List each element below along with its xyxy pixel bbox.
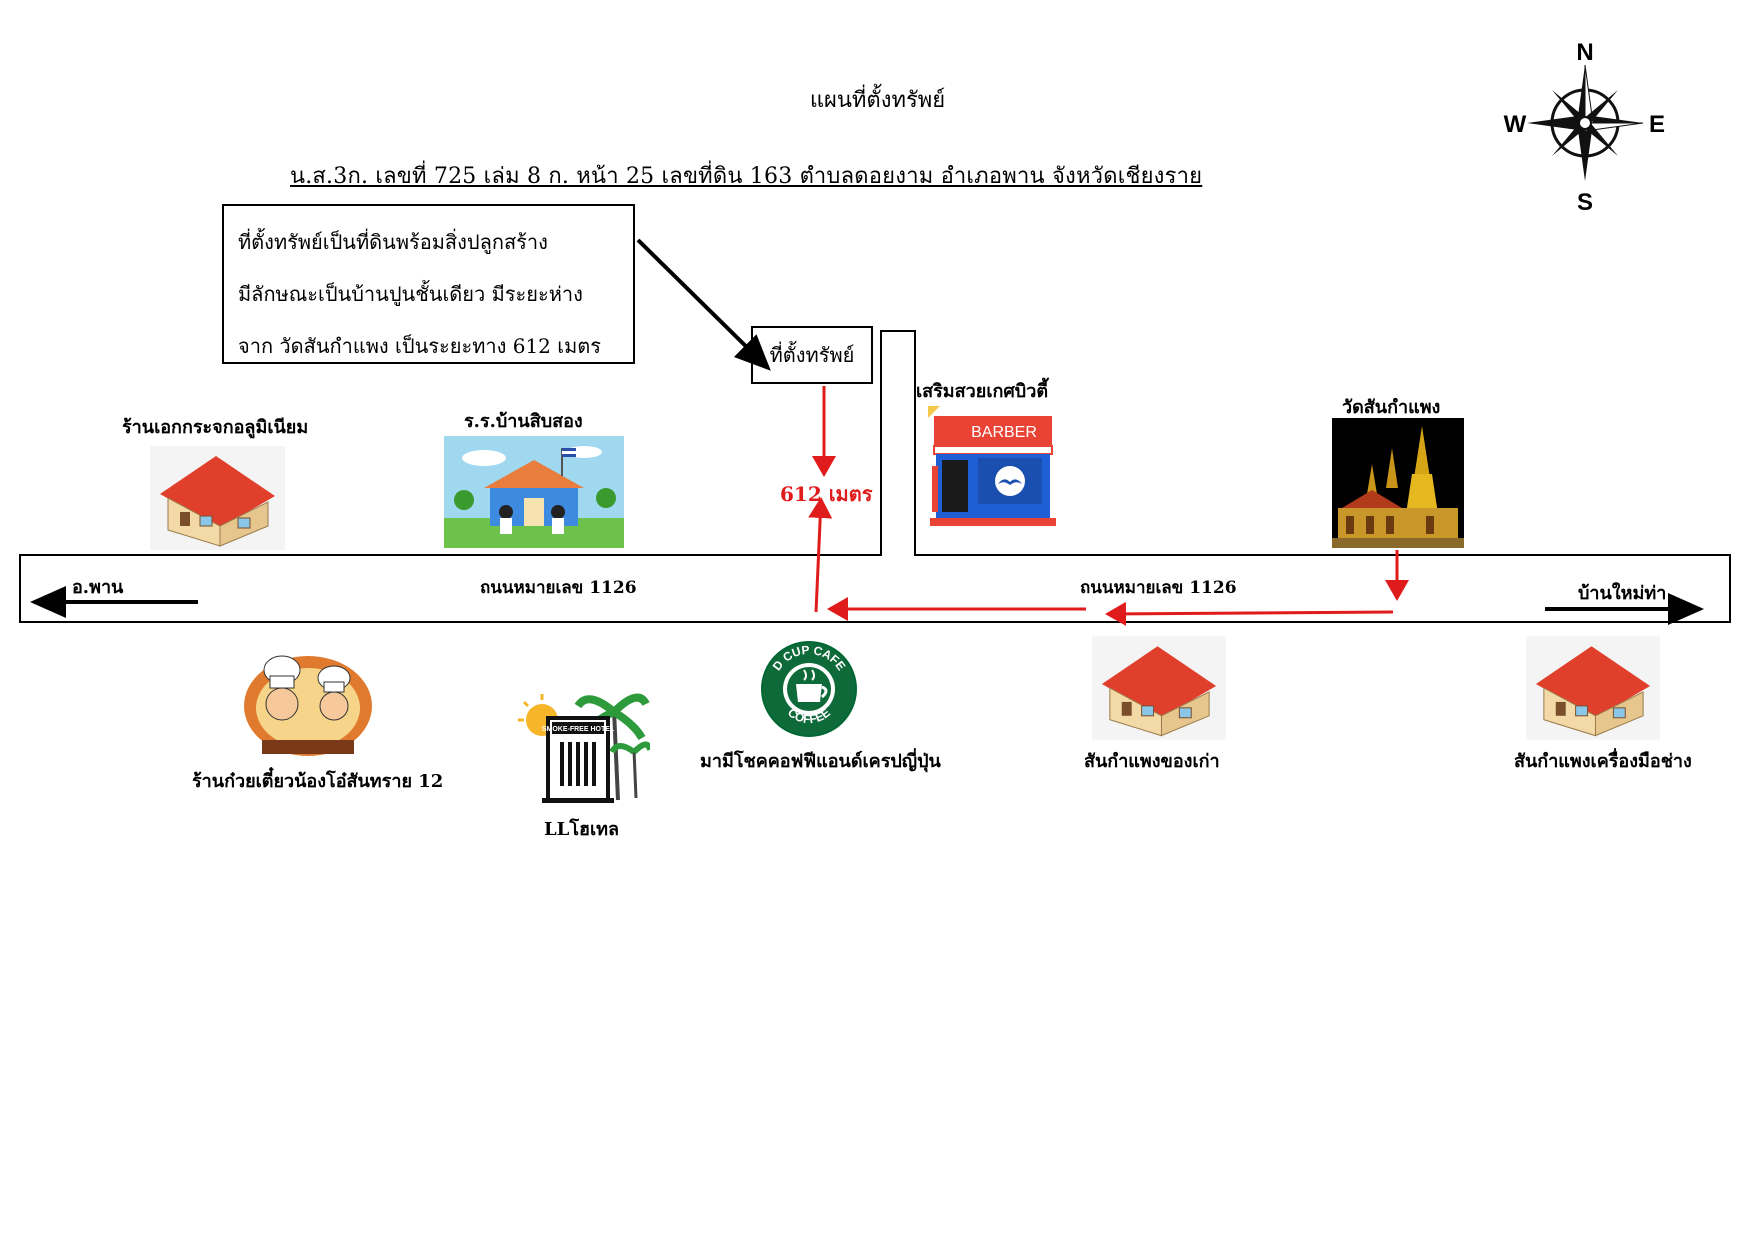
description-line: จาก วัดสันกำแพง เป็นระยะทาง 612 เมตร <box>238 334 602 358</box>
house-icon <box>1092 636 1226 740</box>
compass-e: E <box>1649 111 1665 138</box>
landmark-temple-label: วัดสันกำแพง <box>1342 397 1441 418</box>
landmark-school-label: ร.ร.บ้านสิบสอง <box>464 411 583 432</box>
hotel-sign: SMOKE-FREE HOTEL <box>542 726 615 733</box>
landmark-coffee-label: มามีโชคคอฟฟีแอนด์เครปญี่ปุ่น <box>700 751 941 772</box>
hotel-icon: SMOKE-FREE HOTEL <box>518 693 650 803</box>
school-icon <box>444 436 624 548</box>
road-name-left: ถนนหมายเลข 1126 <box>480 578 637 598</box>
deed-subtitle: น.ส.3ก. เลขที่ 725 เล่ม 8 ก. หน้า 25 เลข… <box>290 164 1203 189</box>
distance-label: 612 เมตร <box>780 482 873 506</box>
road-right-direction: บ้านใหม่ท่า <box>1578 583 1667 604</box>
side-lane <box>880 330 916 556</box>
house-icon <box>150 446 285 550</box>
house-icon <box>1526 636 1660 740</box>
chef-icon <box>244 655 372 756</box>
landmark-tools-shop-label: สันกำแพงเครื่องมือช่าง <box>1514 751 1692 772</box>
landmark-antique-shop-label: สันกำแพงของเก่า <box>1084 751 1220 772</box>
compass-rose-icon: N S W E <box>1504 39 1665 213</box>
coffee-sign-bottom: COFFEE <box>785 705 833 726</box>
description-line: ที่ตั้งทรัพย์เป็นที่ดินพร้อมสิ่งปลูกสร้า… <box>238 230 548 254</box>
coffee-logo-icon: D CUP CAFE COFFEE <box>761 641 857 737</box>
temple-icon <box>1332 418 1464 548</box>
description-line: มีลักษณะเป็นบ้านปูนชั้นเดียว มีระยะห่าง <box>238 282 583 306</box>
compass-s: S <box>1577 189 1593 213</box>
property-location-box: ที่ตั้งทรัพย์ <box>751 326 873 384</box>
landmark-hotel-label: LLโฮเทล <box>544 819 620 840</box>
compass-n: N <box>1576 39 1593 66</box>
compass-w: W <box>1504 111 1527 138</box>
road-name-right: ถนนหมายเลข 1126 <box>1080 578 1237 598</box>
landmark-aluminium-shop-label: ร้านเอกกระจกอลูมิเนียม <box>122 417 309 438</box>
landmark-noodle-shop-label: ร้านก๋วยเตี๋ยวน้องโอ๋สันทราย 12 <box>192 771 444 792</box>
map-title: แผนที่ตั้งทรัพย์ <box>809 88 946 113</box>
pointer-arrow <box>636 238 771 371</box>
barber-shop-icon: BARBER <box>928 406 1056 526</box>
property-description-box: ที่ตั้งทรัพย์เป็นที่ดินพร้อมสิ่งปลูกสร้า… <box>222 204 635 364</box>
landmark-barber-label: เสริมสวยเกศบิวตี้ <box>916 381 1049 402</box>
road-left-direction: อ.พาน <box>72 577 124 598</box>
main-road <box>19 554 1731 623</box>
barber-sign: BARBER <box>971 424 1037 441</box>
svg-text:COFFEE: COFFEE <box>785 705 833 726</box>
